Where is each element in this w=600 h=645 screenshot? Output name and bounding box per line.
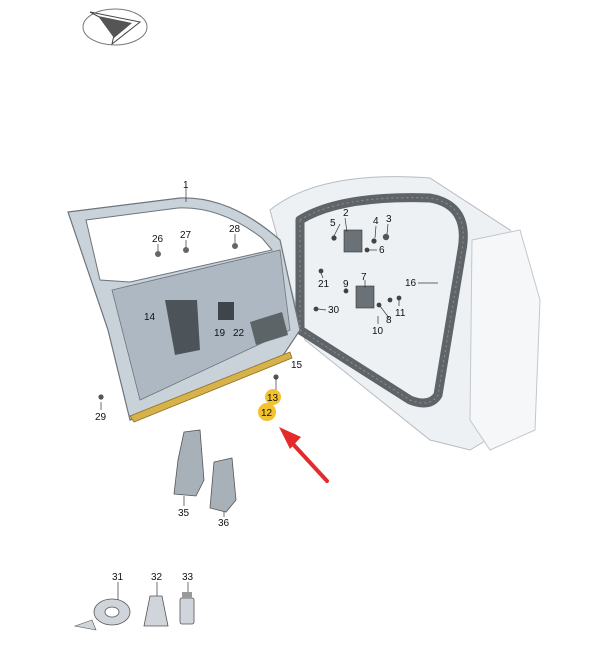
brand-logo-icon bbox=[82, 8, 148, 46]
callout-1: 1 bbox=[183, 180, 189, 191]
callout-16: 16 bbox=[405, 278, 417, 289]
callout-7: 7 bbox=[361, 272, 367, 283]
callout-19: 19 bbox=[214, 328, 226, 339]
door-trim-strip bbox=[129, 351, 293, 423]
accessory-bag-icon bbox=[143, 595, 169, 627]
callout-4: 4 bbox=[373, 216, 379, 227]
callout-29: 29 bbox=[95, 412, 107, 423]
callout-15: 15 bbox=[291, 360, 303, 371]
callout-11: 11 bbox=[395, 308, 406, 319]
callout-5: 5 bbox=[330, 218, 336, 229]
callout-36: 36 bbox=[218, 518, 230, 529]
car-body-opening bbox=[269, 176, 541, 451]
accessory-tape-icon bbox=[73, 598, 131, 631]
door-shell bbox=[67, 197, 301, 421]
callout-21: 21 bbox=[318, 279, 330, 290]
callout-9: 9 bbox=[343, 279, 349, 290]
leader-lines bbox=[100, 188, 438, 600]
callout-12: 12 bbox=[261, 408, 273, 419]
callout-31: 31 bbox=[112, 572, 124, 583]
callout-10: 10 bbox=[372, 326, 384, 337]
callout-30: 30 bbox=[328, 305, 340, 316]
callout-13: 13 bbox=[267, 393, 279, 404]
highlight-marker-13 bbox=[265, 389, 281, 405]
callout-3: 3 bbox=[386, 214, 392, 225]
door-seal-pieces bbox=[173, 429, 237, 513]
callout-22: 22 bbox=[233, 328, 245, 339]
accessory-bottle-icon bbox=[179, 592, 195, 625]
callout-26: 26 bbox=[152, 234, 164, 245]
door-hinge-parts bbox=[98, 229, 402, 400]
callout-32: 32 bbox=[151, 572, 163, 583]
callout-28: 28 bbox=[229, 224, 241, 235]
callout-27: 27 bbox=[180, 230, 192, 241]
callout-14: 14 bbox=[144, 312, 156, 323]
red-arrow-icon bbox=[279, 427, 329, 483]
callout-2: 2 bbox=[343, 208, 349, 219]
callout-6: 6 bbox=[379, 245, 385, 256]
callout-35: 35 bbox=[178, 508, 190, 519]
highlight-marker-12 bbox=[258, 403, 276, 421]
callout-33: 33 bbox=[182, 572, 194, 583]
callout-8: 8 bbox=[386, 315, 392, 326]
callout-labels: 1 2 3 4 5 6 7 8 9 10 11 12 13 14 15 16 1… bbox=[95, 180, 417, 583]
